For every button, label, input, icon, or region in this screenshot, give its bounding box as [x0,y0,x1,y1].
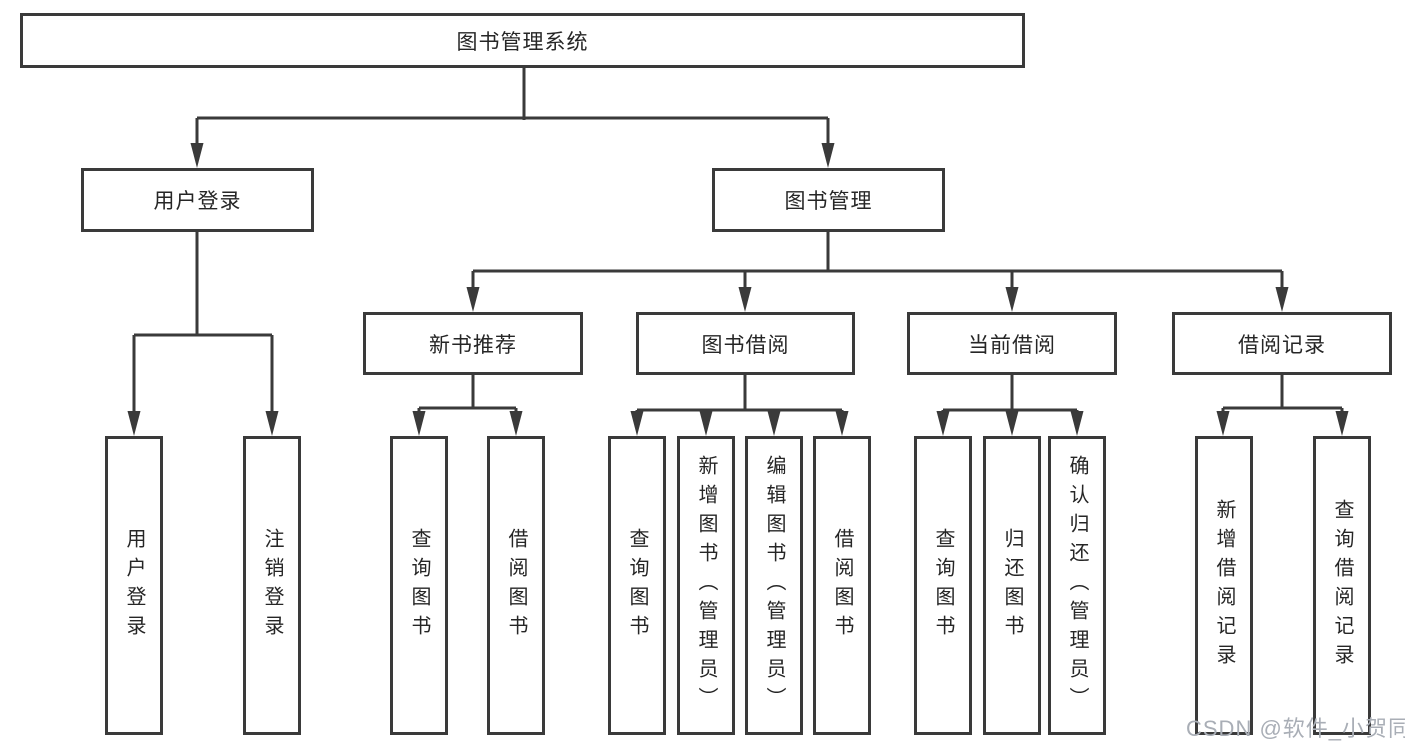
leaf-label: 编辑图书（管理员） [763,455,785,716]
leaf-label: 查询借阅记录 [1331,498,1353,673]
leaf-return-books: 归还图书 [983,436,1041,735]
node-label: 当前借阅 [968,333,1056,357]
node-label: 图书管理 [784,190,873,213]
leaf-borrow-books: 借阅图书 [487,436,545,735]
node-book-borrow: 图书借阅 [636,312,855,375]
watermark: CSDN @软件_小贺同学 [1186,716,1405,741]
leaf-add-books-admin: 新增图书（管理员） [677,436,735,735]
leaf-edit-books-admin: 编辑图书（管理员） [745,436,803,735]
leaf-label: 归还图书 [1001,527,1023,644]
leaf-label: 确认归还（管理员） [1066,455,1088,716]
leaf-borrow-books: 借阅图书 [813,436,871,735]
leaf-label: 新增借阅记录 [1213,498,1235,673]
node-label: 图书管理系统 [456,30,589,54]
leaf-query-books: 查询图书 [608,436,666,735]
leaf-label: 用户登录 [123,527,145,644]
leaf-user-login: 用户登录 [105,436,163,735]
leaf-logout-login: 注销登录 [243,436,301,735]
leaf-query-books: 查询图书 [914,436,972,735]
node-book-management: 图书管理 [712,168,945,232]
node-new-book-recommend: 新书推荐 [363,312,583,375]
leaf-confirm-return-admin: 确认归还（管理员） [1048,436,1106,735]
node-user-login: 用户登录 [81,168,314,232]
node-current-borrow: 当前借阅 [907,312,1117,375]
leaf-label: 借阅图书 [505,527,527,644]
leaf-label: 注销登录 [261,527,283,644]
leaf-label: 查询图书 [408,527,430,644]
node-label: 图书借阅 [701,333,790,357]
leaf-query-borrow-record: 查询借阅记录 [1313,436,1371,735]
node-label: 新书推荐 [429,333,517,357]
node-library-system: 图书管理系统 [20,13,1025,68]
leaf-label: 借阅图书 [831,527,853,644]
leaf-label: 查询图书 [626,527,648,644]
node-label: 用户登录 [153,190,242,213]
leaf-query-books: 查询图书 [390,436,448,735]
leaf-add-borrow-record: 新增借阅记录 [1195,436,1253,735]
node-label: 借阅记录 [1238,333,1326,357]
node-borrow-record: 借阅记录 [1172,312,1392,375]
leaf-label: 查询图书 [932,527,954,644]
leaf-label: 新增图书（管理员） [695,455,717,716]
